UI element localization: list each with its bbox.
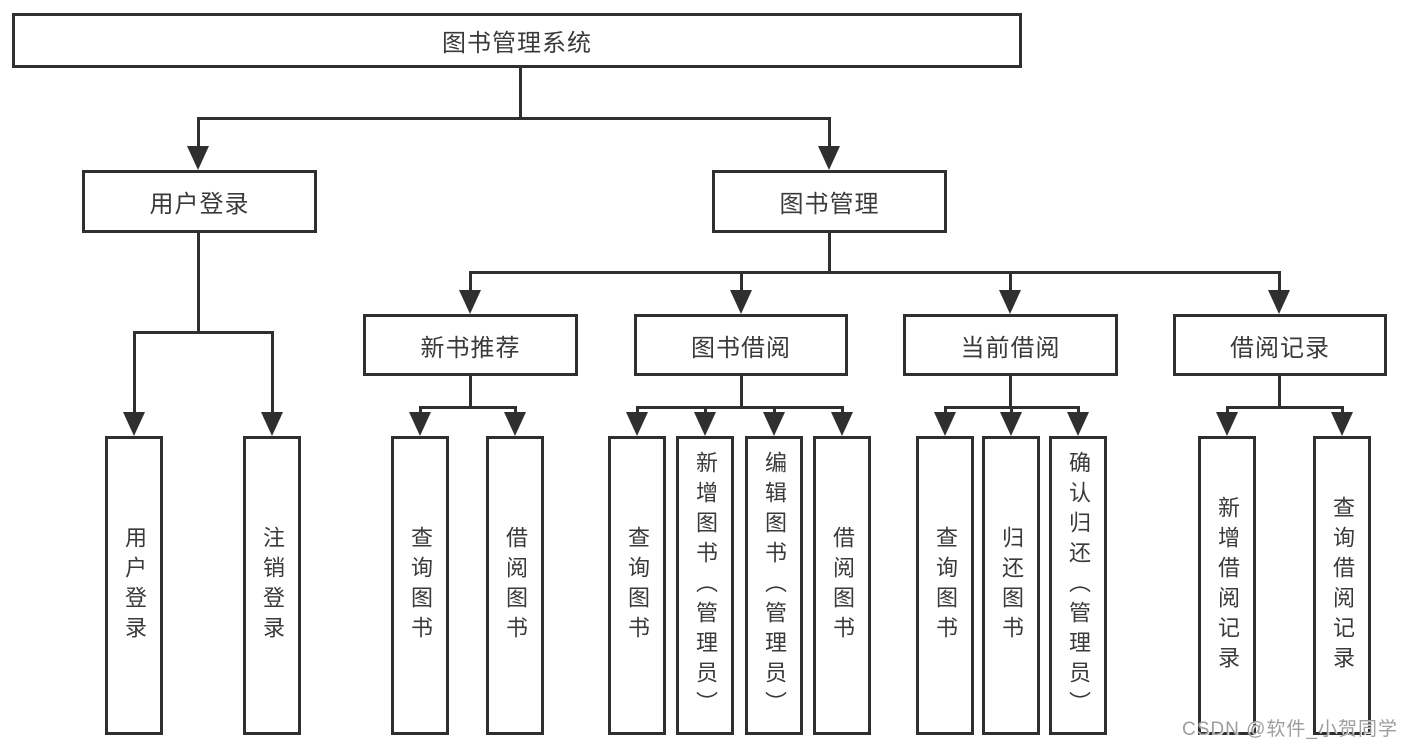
connector-line [514,406,517,415]
node-borrow-books-recommend: 借阅图书 [486,436,544,735]
arrow-down-icon [730,290,752,314]
connector-line [1341,406,1344,415]
connector-line [419,406,422,415]
node-current-borrowing: 当前借阅 [903,314,1118,376]
arrow-down-icon [999,290,1021,314]
connector-line [828,233,831,274]
node-label: 查询借阅记录 [1330,495,1355,676]
node-label: 当前借阅 [960,334,1061,362]
arrow-down-icon [694,412,716,436]
node-label: 确认归还（管理员） [1066,450,1091,721]
connector-line [704,406,707,415]
node-label: 归还图书 [999,525,1024,646]
node-label: 用户登录 [122,525,147,646]
node-query-books-recommend: 查询图书 [391,436,449,735]
node-book-management: 图书管理 [712,170,947,233]
connector-line [1009,271,1012,292]
connector-line [1278,271,1281,292]
connector-line [469,271,472,292]
arrow-down-icon [187,146,209,170]
node-label: 借阅记录 [1230,334,1330,362]
node-confirm-return-admin: 确认归还（管理员） [1049,436,1107,735]
node-label: 查询图书 [408,525,433,646]
node-label: 图书管理 [779,191,880,218]
node-borrowing-records: 借阅记录 [1173,314,1387,376]
node-label: 新书推荐 [420,334,521,362]
node-query-books-borrowing: 查询图书 [608,436,666,735]
node-book-borrowing: 图书借阅 [634,314,848,376]
node-label: 注销登录 [260,525,285,646]
node-query-books-current: 查询图书 [916,436,974,735]
node-label: 借阅图书 [830,525,855,646]
arrow-down-icon [818,146,840,170]
node-label: 新增图书（管理员） [693,450,718,721]
arrow-down-icon [934,412,956,436]
connector-line [1226,406,1229,415]
node-query-borrow-record: 查询借阅记录 [1313,436,1371,735]
connector-line [197,117,831,120]
connector-line [773,406,776,415]
connector-line [197,117,200,148]
node-logout-login: 注销登录 [243,436,301,735]
node-borrow-books-borrowing: 借阅图书 [813,436,871,735]
connector-line [1226,406,1344,409]
connector-line [133,331,274,334]
arrow-down-icon [1331,412,1353,436]
connector-line [519,68,522,120]
node-add-books-admin: 新增图书（管理员） [676,436,734,735]
connector-line [469,271,1281,274]
arrow-down-icon [831,412,853,436]
node-label: 借阅图书 [503,525,528,646]
node-edit-books-admin: 编辑图书（管理员） [745,436,803,735]
connector-line [636,406,844,409]
connector-line [740,271,743,292]
connector-line [419,406,517,409]
node-library-management-system: 图书管理系统 [12,13,1022,68]
arrow-down-icon [504,412,526,436]
arrow-down-icon [1000,412,1022,436]
arrow-down-icon [1216,412,1238,436]
connector-line [133,331,136,414]
node-label: 编辑图书（管理员） [762,450,787,721]
connector-line [828,117,831,148]
csdn-watermark: CSDN @软件_小贺同学 [1182,719,1398,740]
node-new-book-recommendation: 新书推荐 [363,314,578,376]
node-user-login: 用户登录 [82,170,317,233]
node-label: 查询图书 [933,525,958,646]
arrow-down-icon [626,412,648,436]
connector-line [271,331,274,414]
node-label: 查询图书 [625,525,650,646]
arrow-down-icon [123,412,145,436]
connector-line [1010,406,1013,415]
connector-line [636,406,639,415]
arrow-down-icon [1067,412,1089,436]
node-label: 用户登录 [149,191,250,218]
connector-line [469,376,472,409]
connector-line [1077,406,1080,415]
arrow-down-icon [261,412,283,436]
arrow-down-icon [1268,290,1290,314]
node-label: 图书管理系统 [442,30,592,57]
node-label: 新增借阅记录 [1215,495,1240,676]
connector-line [1278,376,1281,409]
node-label: 图书借阅 [691,334,791,362]
connector-line [841,406,844,415]
connector-line [1009,376,1012,409]
connector-line [197,233,200,334]
arrow-down-icon [459,290,481,314]
arrow-down-icon [763,412,785,436]
arrow-down-icon [409,412,431,436]
connector-line [740,376,743,409]
node-return-books: 归还图书 [982,436,1040,735]
connector-line [944,406,947,415]
node-add-borrow-record: 新增借阅记录 [1198,436,1256,735]
node-user-login-leaf: 用户登录 [105,436,163,735]
